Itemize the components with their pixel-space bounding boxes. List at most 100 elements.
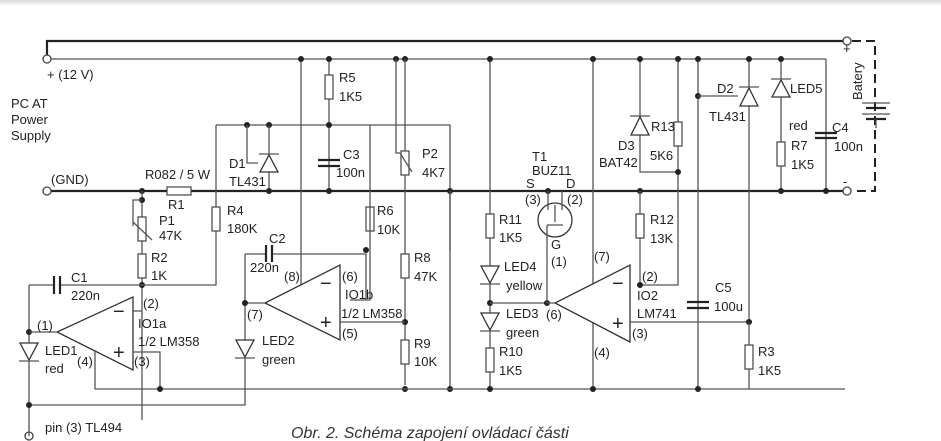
label-T1-S: S bbox=[526, 176, 535, 191]
label-LED2-value: green bbox=[262, 352, 295, 367]
label-IO1b-value: 1/2 LM358 bbox=[341, 306, 402, 321]
label-P1-value: 47K bbox=[159, 228, 182, 243]
pin-T1-2: (2) bbox=[567, 192, 583, 207]
label-T1-D: D bbox=[566, 176, 575, 191]
led-LED5 bbox=[770, 78, 792, 98]
label-R4-value: 180K bbox=[227, 221, 258, 236]
label-T1-value: BUZ11 bbox=[532, 163, 572, 178]
label-R12-name: R12 bbox=[650, 212, 674, 227]
resistor-R9 bbox=[400, 339, 410, 365]
label-bat-plus: + bbox=[843, 41, 851, 56]
label-C1-name: C1 bbox=[71, 270, 88, 285]
label-R5-name: R5 bbox=[339, 70, 356, 85]
label-battery: Batery bbox=[850, 62, 865, 100]
label-LED1-value: red bbox=[45, 361, 64, 376]
label-LED4-name: LED4 bbox=[504, 259, 537, 274]
label-R9-value: 10K bbox=[414, 354, 437, 369]
pot-P1 bbox=[137, 216, 147, 242]
label-LED1-name: LED1 bbox=[45, 343, 78, 358]
sign-IO1a-plus: + bbox=[113, 342, 125, 364]
label-R7-value: 1K5 bbox=[791, 157, 814, 172]
diode-D3 bbox=[629, 115, 651, 136]
label-LED2-name: LED2 bbox=[262, 333, 295, 348]
label-D2-value: TL431 bbox=[709, 109, 746, 124]
label-P2-value: 4K7 bbox=[422, 165, 445, 180]
label-T1-G: G bbox=[551, 237, 561, 252]
label-IO1a-value: 1/2 LM358 bbox=[138, 334, 199, 349]
label-psu-3: Supply bbox=[11, 128, 51, 143]
label-R5-value: 1K5 bbox=[339, 89, 362, 104]
label-C1-value: 220n bbox=[71, 288, 100, 303]
resistor-R1 bbox=[166, 186, 192, 196]
pin-IO2-4: (4) bbox=[594, 345, 610, 360]
label-D3-name: D3 bbox=[618, 138, 635, 153]
pin-IO2-2: (2) bbox=[642, 269, 658, 284]
led-LED4 bbox=[479, 265, 501, 285]
label-P1-name: P1 bbox=[159, 213, 175, 228]
resistor-R7 bbox=[776, 141, 786, 167]
label-psu-2: Power bbox=[11, 112, 49, 127]
pin-IO1a-2: (2) bbox=[143, 296, 159, 311]
pot-P2 bbox=[400, 150, 410, 176]
label-D3-value: BAT42 bbox=[599, 155, 638, 170]
label-D2-name: D2 bbox=[717, 81, 734, 96]
pin-T1-1: (1) bbox=[551, 254, 567, 269]
label-R2-name: R2 bbox=[151, 250, 168, 265]
opamp-IO2 bbox=[553, 263, 631, 344]
sign-IO1a-minus: − bbox=[113, 301, 125, 323]
label-R13-value: 5K6 bbox=[650, 148, 673, 163]
opamp-IO1b bbox=[263, 263, 341, 342]
label-LED3-name: LED3 bbox=[506, 306, 539, 321]
sign-IO1b-plus: + bbox=[320, 312, 332, 334]
resistor-R4 bbox=[211, 206, 221, 232]
pin-IO1b-8: (8) bbox=[284, 269, 300, 284]
terminal-gnd bbox=[42, 186, 52, 196]
label-R1-name: R1 bbox=[168, 197, 185, 212]
label-LED4-value: yellow bbox=[506, 278, 543, 293]
label-LED3-value: green bbox=[506, 325, 539, 340]
led-LED3 bbox=[479, 312, 501, 332]
sign-IO2-minus: − bbox=[612, 273, 624, 295]
label-R6-value: 10K bbox=[377, 222, 400, 237]
label-R10-name: R10 bbox=[499, 344, 523, 359]
label-R6-name: R6 bbox=[377, 203, 394, 218]
label-gnd: (GND) bbox=[51, 172, 89, 187]
label-R11-name: R11 bbox=[499, 212, 522, 227]
label-C2-value: 220n bbox=[250, 260, 279, 275]
label-R8-value: 47K bbox=[414, 269, 437, 284]
battery-dashed-box bbox=[852, 40, 876, 192]
label-C5-value: 100u bbox=[714, 299, 743, 314]
pin-IO2-7: (7) bbox=[594, 249, 610, 264]
label-P2-name: P2 bbox=[422, 146, 438, 161]
pin-IO1a-1: (1) bbox=[37, 318, 53, 333]
diode-D2 bbox=[738, 86, 760, 107]
led-LED1 bbox=[18, 342, 40, 362]
pin-IO1a-3: (3) bbox=[134, 354, 150, 369]
diode-D1 bbox=[258, 153, 280, 173]
battery-symbol bbox=[862, 102, 890, 128]
pin-IO1b-5: (5) bbox=[342, 326, 358, 341]
label-C4-name: C4 bbox=[832, 120, 849, 135]
label-R12-value: 13K bbox=[650, 231, 673, 246]
resistor-R5 bbox=[324, 74, 334, 100]
label-C3-value: 100n bbox=[336, 165, 365, 180]
resistor-R12 bbox=[635, 213, 645, 239]
label-D1-name: D1 bbox=[229, 156, 246, 171]
label-R13-name: R13 bbox=[651, 119, 675, 134]
label-R7-name: R7 bbox=[791, 138, 808, 153]
label-R4-name: R4 bbox=[227, 203, 244, 218]
terminal-bat-minus bbox=[842, 186, 852, 196]
terminal-plus12 bbox=[42, 54, 52, 64]
label-C3-name: C3 bbox=[343, 147, 360, 162]
label-C5-name: C5 bbox=[715, 280, 732, 295]
label-LED5-name: LED5 bbox=[790, 81, 823, 96]
resistor-R13 bbox=[673, 121, 683, 147]
label-D1-value: TL431 bbox=[229, 174, 266, 189]
resistor-R11 bbox=[485, 213, 495, 239]
pin-IO1a-4: (4) bbox=[77, 354, 93, 369]
label-pin3: pin (3) TL494 bbox=[45, 420, 122, 435]
label-R3-name: R3 bbox=[758, 344, 775, 359]
label-plus12: + (12 V) bbox=[47, 67, 94, 82]
label-IO1b-name: IO1b bbox=[345, 287, 373, 302]
